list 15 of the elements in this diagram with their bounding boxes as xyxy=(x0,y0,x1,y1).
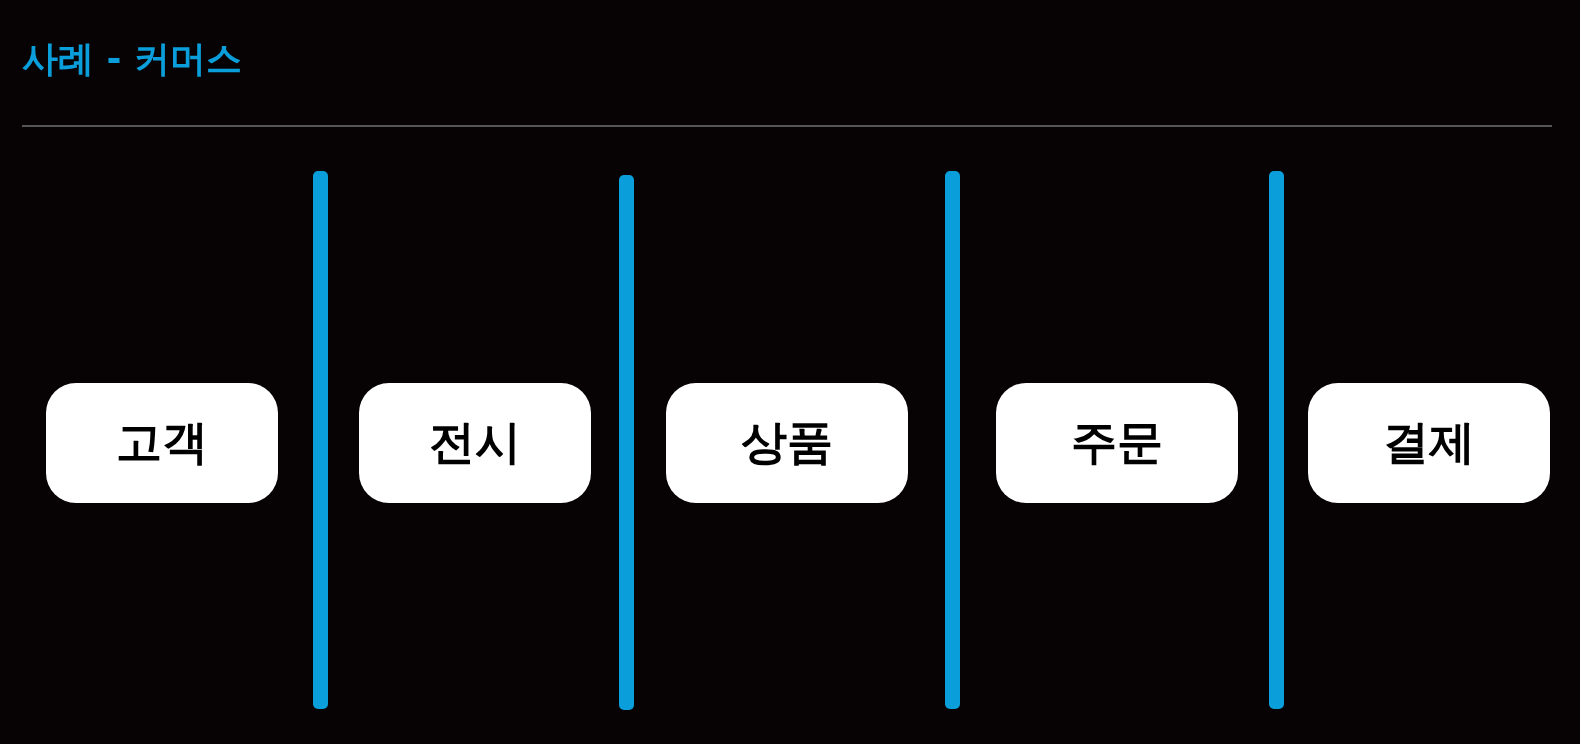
separator-bar xyxy=(945,171,960,709)
category-label: 전시 xyxy=(429,414,521,471)
category-label: 주문 xyxy=(1071,414,1163,471)
separator-bar xyxy=(619,175,634,710)
category-box xyxy=(1308,383,1550,503)
category-box xyxy=(359,383,591,503)
title: 사례 - 커머스 xyxy=(22,37,242,81)
category-label: 고객 xyxy=(116,414,208,471)
separator-bar xyxy=(313,171,328,709)
category-label: 결제 xyxy=(1383,414,1475,471)
category-label: 상품 xyxy=(741,414,833,471)
category-box xyxy=(46,383,278,503)
separator-bar xyxy=(1269,171,1284,709)
category-box xyxy=(996,383,1238,503)
category-box xyxy=(666,383,908,503)
